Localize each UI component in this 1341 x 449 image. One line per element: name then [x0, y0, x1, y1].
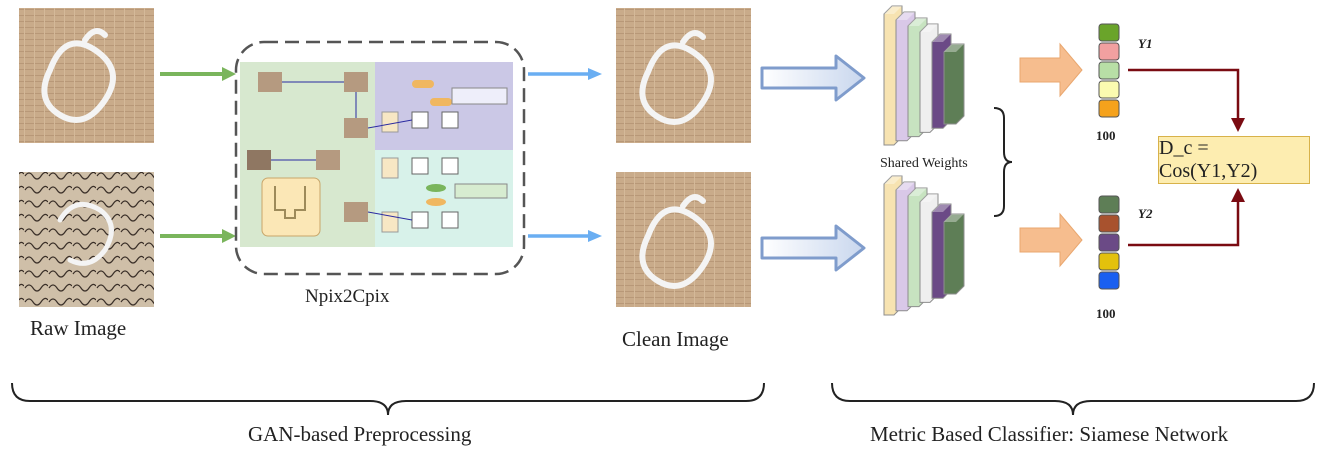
- orange-arrow-top: [1019, 42, 1083, 98]
- arrow-to-cnn-bottom: [760, 224, 866, 272]
- cnn-layer-top-face: [896, 12, 915, 20]
- vector-cell: [1098, 42, 1120, 61]
- brace-left: [11, 382, 765, 416]
- orange-arrow-bottom: [1019, 212, 1083, 268]
- arrow-raw-bottom: [160, 229, 236, 243]
- output-vector-bottom: [1098, 195, 1120, 290]
- section-label-gan: GAN-based Preprocessing: [248, 422, 472, 446]
- cnn-branch-bottom: [883, 175, 965, 316]
- vector-dim-top: 100: [1096, 128, 1116, 143]
- cnn-layer: [943, 213, 965, 295]
- vector-cell: [1098, 80, 1120, 99]
- vector-cell: [1098, 214, 1120, 233]
- cnn-branch-top: [883, 5, 965, 146]
- cnn-layer: [943, 43, 965, 125]
- cnn-layer-top-face: [920, 24, 938, 32]
- cnn-layer-top-face: [932, 34, 951, 42]
- cnn-layer-top-face: [908, 188, 927, 196]
- arrow-to-clean-top: [528, 68, 602, 80]
- cnn-layer-top-face: [920, 194, 938, 202]
- shared-weights-label: Shared Weights: [880, 156, 968, 171]
- cnn-layer-top-face: [884, 176, 902, 184]
- connector-top: [1128, 68, 1245, 132]
- vector-cell: [1098, 195, 1120, 214]
- vector-cell: [1098, 233, 1120, 252]
- cnn-layer-top-face: [944, 44, 964, 52]
- cnn-layer-top-face: [908, 18, 927, 26]
- vector-cell: [1098, 252, 1120, 271]
- y2-label: Y2: [1138, 206, 1153, 221]
- arrow-to-cnn-top: [760, 54, 866, 102]
- y1-label: Y1: [1138, 36, 1153, 51]
- vector-dim-bottom: 100: [1096, 306, 1116, 321]
- raw-image-bottom: [19, 172, 154, 307]
- cnn-layer-top-face: [932, 204, 951, 212]
- cosine-distance-formula: D_c = Cos(Y1,Y2): [1158, 136, 1310, 184]
- brace-right: [831, 382, 1315, 416]
- output-vector-top: [1098, 23, 1120, 118]
- npix2cpix-model: [234, 40, 526, 276]
- vector-cell: [1098, 99, 1120, 118]
- cnn-layer-top-face: [896, 182, 915, 190]
- shared-weights-brace: [993, 107, 1013, 217]
- section-label-siamese: Metric Based Classifier: Siamese Network: [870, 422, 1229, 446]
- clean-image-label: Clean Image: [622, 327, 729, 351]
- arrow-to-clean-bottom: [528, 230, 602, 242]
- cnn-layer-top-face: [884, 6, 902, 14]
- clean-image-bottom: [616, 172, 751, 307]
- vector-cell: [1098, 23, 1120, 42]
- cnn-layer-top-face: [944, 214, 964, 222]
- clean-image-top: [616, 8, 751, 143]
- vector-cell: [1098, 61, 1120, 80]
- raw-image-label: Raw Image: [30, 316, 127, 340]
- raw-image-top: [19, 8, 154, 143]
- vector-cell: [1098, 271, 1120, 290]
- model-name-label: Npix2Cpix: [305, 286, 390, 307]
- arrow-raw-top: [160, 67, 236, 81]
- connector-bottom: [1128, 188, 1245, 247]
